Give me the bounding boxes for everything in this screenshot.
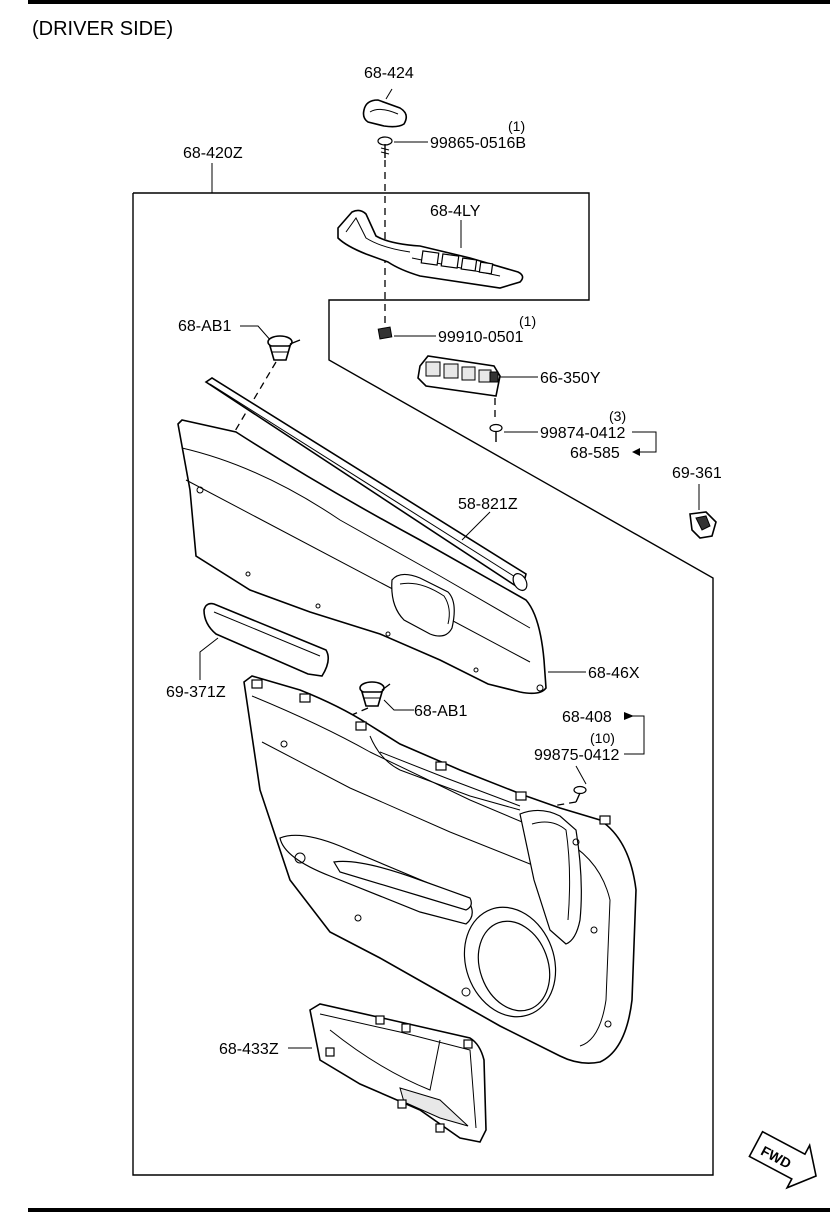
- label-68-433z: 68-433Z: [219, 1041, 279, 1058]
- qty-99875: (10): [590, 730, 615, 746]
- leader-68-ab1-top: [240, 325, 273, 343]
- label-68-424: 68-424: [364, 65, 414, 82]
- leader-68-424: [385, 88, 393, 100]
- qty-99865: (1): [508, 118, 525, 134]
- part-99874-screw: [489, 423, 503, 442]
- part-68-ab1-clip-mid: [359, 681, 391, 707]
- part-66-350y-switch: [417, 355, 501, 397]
- label-99910: 99910-0501: [438, 329, 524, 346]
- part-58-821z-weatherstrip: [204, 377, 528, 592]
- label-68-585: 68-585: [570, 445, 620, 462]
- label-99874: 99874-0412: [540, 425, 626, 442]
- label-68-ab1-mid: 68-AB1: [414, 703, 467, 720]
- part-69-371z-armrest-pad: [203, 602, 330, 677]
- bracket-68-585: [632, 431, 657, 453]
- label-68-408: 68-408: [562, 709, 612, 726]
- part-99910-clip: [377, 326, 393, 340]
- label-68-ab1-top: 68-AB1: [178, 318, 231, 335]
- fwd-arrow-badge: FWD: [748, 1130, 817, 1190]
- bracket-68-408: [624, 715, 645, 755]
- part-door-trim-panel: [243, 675, 637, 1064]
- label-69-371z: 69-371Z: [166, 684, 226, 701]
- leader-69-371z: [199, 637, 219, 680]
- part-68-46x-upper-trim: [177, 419, 547, 695]
- part-68-4ly-bezel: [337, 209, 524, 289]
- bottom-rule: [28, 1208, 830, 1212]
- page-title: (DRIVER SIDE): [32, 18, 173, 40]
- label-99875: 99875-0412: [534, 747, 620, 764]
- part-99875-screw: [573, 785, 587, 803]
- part-68-ab1-clip-top: [267, 335, 301, 361]
- qty-99910: (1): [519, 313, 536, 329]
- arrow-68-585: [632, 448, 640, 456]
- part-99865-screw: [377, 136, 393, 158]
- part-68-424-cap: [362, 99, 408, 128]
- leader-68-ab1-mid: [383, 699, 414, 711]
- label-58-821z: 58-821Z: [458, 496, 518, 513]
- label-68-420z: 68-420Z: [183, 145, 243, 162]
- assembly-boundary: [132, 192, 714, 1176]
- top-rule: [28, 0, 830, 4]
- label-68-4ly: 68-4LY: [430, 203, 481, 220]
- label-66-350y: 66-350Y: [540, 370, 601, 387]
- label-99865: 99865-0516B: [430, 135, 526, 152]
- part-68-433z-lower-panel: [309, 1003, 487, 1143]
- label-69-361: 69-361: [672, 465, 722, 482]
- leader-99875: [575, 765, 587, 785]
- label-68-46x: 68-46X: [588, 665, 640, 682]
- qty-99874: (3): [609, 408, 626, 424]
- leader-58-821z: [461, 511, 491, 541]
- part-69-361-clip: [689, 511, 717, 539]
